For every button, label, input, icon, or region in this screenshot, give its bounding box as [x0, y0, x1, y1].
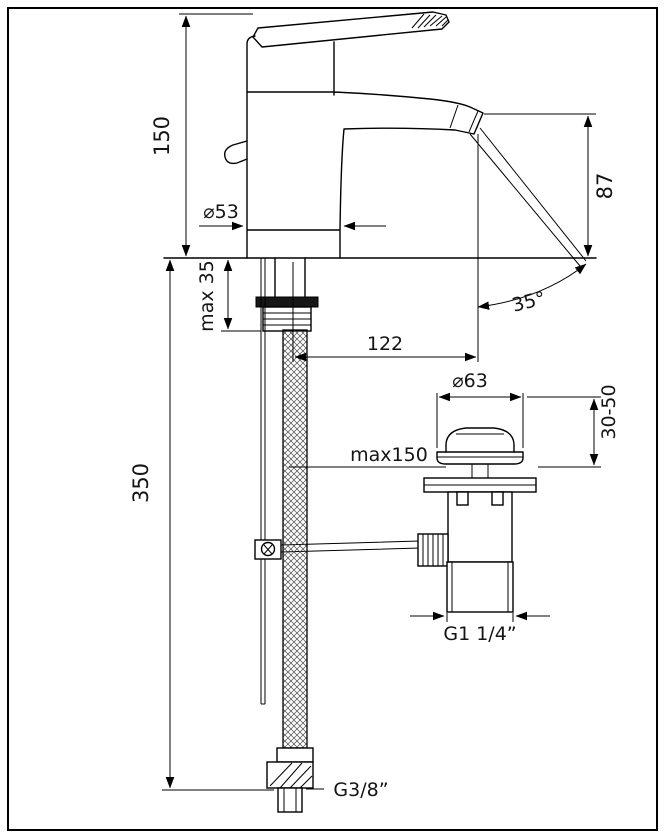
dim-label-122: 122 — [367, 333, 403, 355]
drain-assembly — [417, 427, 537, 613]
dim-label-max150: max150 — [350, 444, 428, 466]
dim-label-max-35: max 35 — [196, 260, 218, 332]
waste-stem — [471, 464, 489, 478]
extension-lines — [162, 13, 601, 791]
braided-hose — [282, 329, 308, 749]
border-frame — [7, 7, 658, 831]
waste-top-flange — [436, 451, 524, 465]
mounting-nut-hatch — [263, 312, 311, 326]
mounting-hardware — [255, 257, 319, 332]
lever-handle — [252, 11, 450, 48]
water-stream — [469, 127, 587, 267]
dimension-labels: 150 ⌀53 87 35° max 35 122 ⌀63 30-50 max1… — [129, 116, 620, 801]
dim-label-g1-1-4: G1 1/4” — [443, 623, 516, 645]
faucet-body — [223, 11, 484, 259]
dim-label-350: 350 — [129, 463, 153, 503]
supply-hose — [266, 329, 314, 813]
hose-nut-hatch — [269, 762, 313, 789]
dim-label-30-50: 30-50 — [598, 384, 620, 439]
mixer-body-outline — [246, 35, 484, 259]
dim-label-150: 150 — [150, 116, 174, 156]
waste-plug-dome — [445, 427, 515, 453]
threaded-shank — [274, 257, 306, 298]
hose-collar — [276, 747, 314, 763]
dim-label-g3-8: G3/8” — [333, 779, 388, 801]
pop-up-knob — [223, 140, 248, 165]
dimension-lines — [165, 15, 599, 789]
dim-label-diameter-63: ⌀63 — [452, 370, 488, 392]
waste-tailpiece — [446, 561, 514, 613]
dim-label-diameter-53: ⌀53 — [203, 201, 239, 223]
dim-arc-35deg — [477, 263, 587, 310]
hose-nut — [266, 761, 314, 789]
dim-label-87: 87 — [593, 173, 617, 200]
lever-grip-hatch — [411, 13, 449, 29]
pop-up-rod — [254, 258, 421, 705]
aerator-lines — [449, 104, 479, 133]
hose-end-tube — [277, 787, 303, 813]
